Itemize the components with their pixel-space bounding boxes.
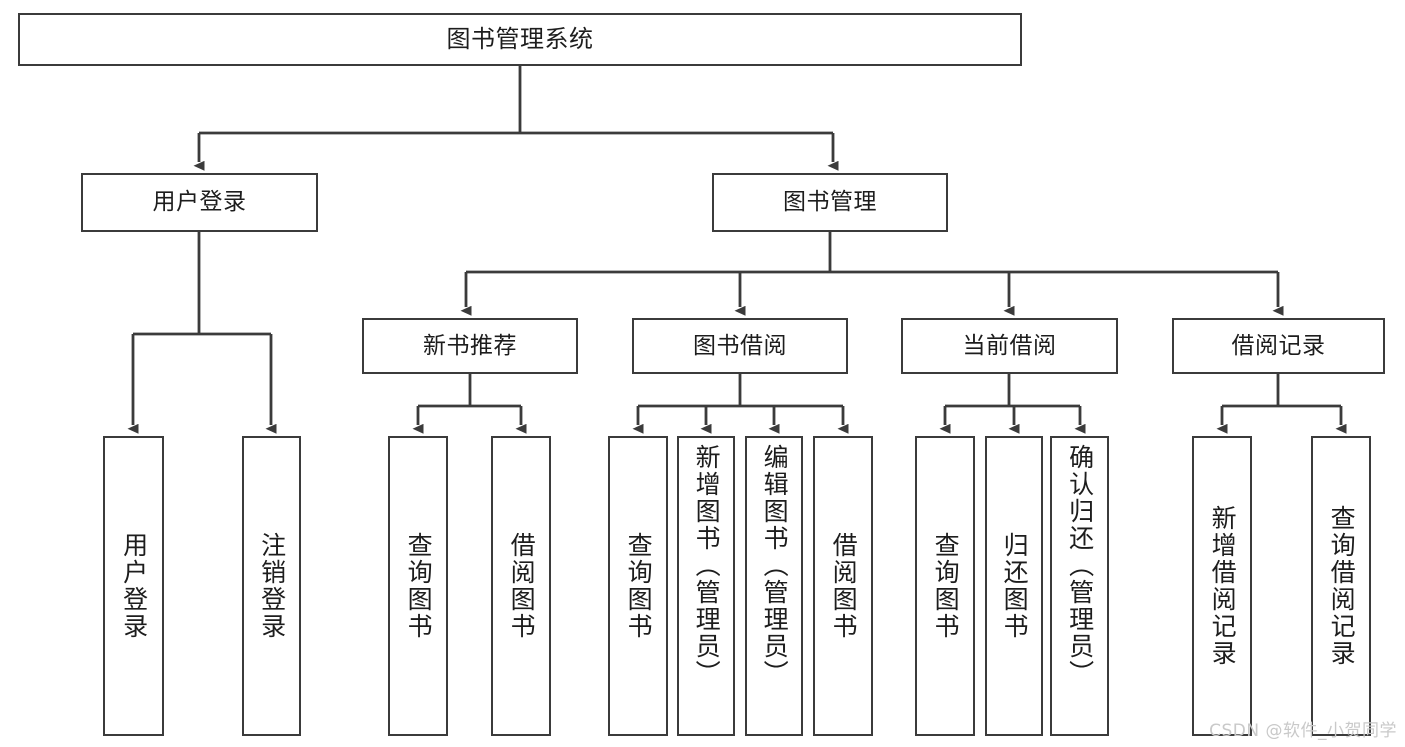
node-current-borrow[interactable]: 当前借阅 [901,318,1118,374]
csdn-watermark: CSDN @软件_小贺同学 [1209,721,1397,741]
node-label: 归还图书 [1000,532,1030,640]
node-label: 查询图书 [624,532,654,640]
node-label: 图书管理 [783,189,877,216]
node-label: 编辑图书（管理员） [760,444,790,687]
node-root-book-management-system[interactable]: 图书管理系统 [18,13,1022,66]
node-label: 查询借阅记录 [1327,505,1357,667]
leaf-add-book-admin[interactable]: 新增图书（管理员） [677,436,735,736]
node-label: 用户登录 [152,189,247,216]
node-label: 新增图书（管理员） [692,444,722,687]
node-book-management[interactable]: 图书管理 [712,173,948,232]
node-label: 借阅记录 [1231,332,1326,359]
node-label: 借阅图书 [829,532,859,640]
node-label: 借阅图书 [507,532,537,640]
node-label: 查询图书 [931,532,961,640]
leaf-query-book-borrow[interactable]: 查询图书 [608,436,668,736]
leaf-confirm-return-admin[interactable]: 确认归还（管理员） [1050,436,1109,736]
leaf-borrow-book[interactable]: 借阅图书 [813,436,873,736]
node-label: 用户登录 [119,532,149,640]
leaf-query-book-recommend[interactable]: 查询图书 [388,436,448,736]
node-book-borrow[interactable]: 图书借阅 [632,318,848,374]
node-label: 查询图书 [404,532,434,640]
leaf-query-book-current[interactable]: 查询图书 [915,436,975,736]
node-label: 当前借阅 [962,332,1057,359]
leaf-borrow-book-recommend[interactable]: 借阅图书 [491,436,551,736]
leaf-edit-book-admin[interactable]: 编辑图书（管理员） [745,436,803,736]
leaf-query-borrow-record[interactable]: 查询借阅记录 [1311,436,1371,736]
node-label: 图书借阅 [693,332,787,359]
node-label: 确认归还（管理员） [1065,444,1095,687]
node-label: 新书推荐 [423,332,517,359]
node-borrow-record[interactable]: 借阅记录 [1172,318,1385,374]
node-label: 注销登录 [257,532,287,640]
node-user-login[interactable]: 用户登录 [81,173,318,232]
leaf-return-book[interactable]: 归还图书 [985,436,1043,736]
node-new-book-recommend[interactable]: 新书推荐 [362,318,578,374]
leaf-user-login[interactable]: 用户登录 [103,436,164,736]
node-label: 图书管理系统 [446,24,594,53]
leaf-add-borrow-record[interactable]: 新增借阅记录 [1192,436,1252,736]
node-label: 新增借阅记录 [1208,505,1238,667]
leaf-user-logout[interactable]: 注销登录 [242,436,301,736]
